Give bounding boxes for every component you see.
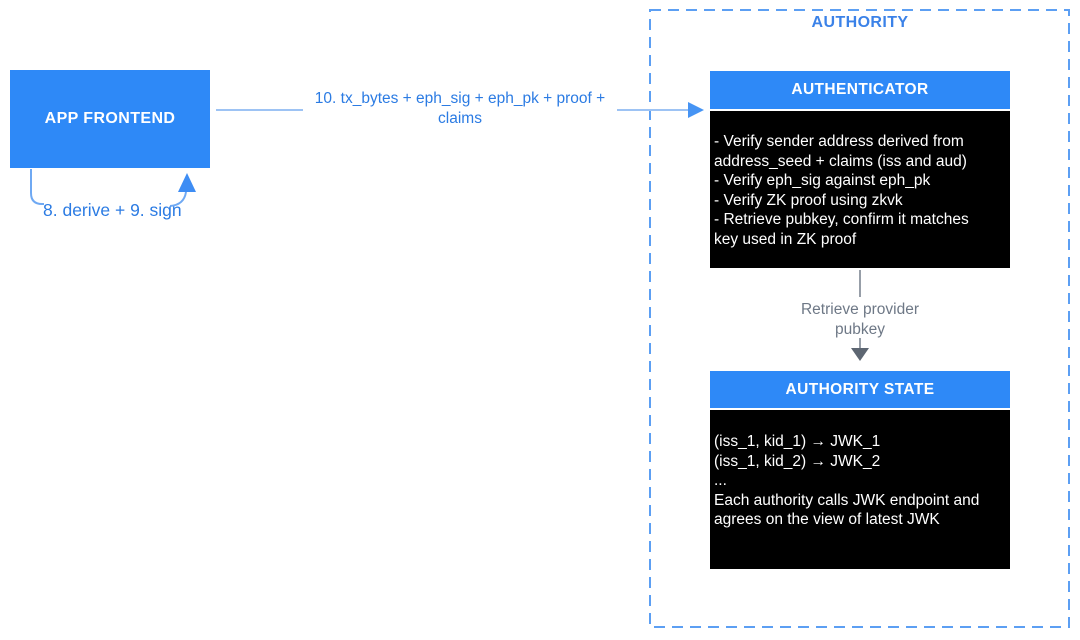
derive-sign-label: 8. derive + 9. sign (43, 200, 182, 220)
authenticator-title: AUTHENTICATOR (791, 81, 929, 98)
flow-arrow-label: 10. tx_bytes + eph_sig + eph_pk + proof … (303, 89, 617, 129)
app-frontend-box: APP FRONTEND (10, 70, 210, 168)
authority-label: AUTHORITY (811, 14, 909, 31)
app-frontend-label: APP FRONTEND (44, 110, 176, 127)
retrieve-provider-pubkey-label: Retrieve provider pubkey (800, 301, 920, 338)
authenticator-header: AUTHENTICATOR (710, 71, 1010, 109)
authenticator-body: - Verify sender address derived from add… (710, 111, 1010, 268)
loop-arrow-left-curve (30, 169, 44, 205)
authority-state-header: AUTHORITY STATE (710, 371, 1010, 408)
authority-state-body: (iss_1, kid_1) → JWK_1 (iss_1, kid_2) → … (710, 410, 1010, 569)
authority-state-title: AUTHORITY STATE (785, 380, 935, 398)
loop-arrowhead-icon (178, 173, 196, 192)
